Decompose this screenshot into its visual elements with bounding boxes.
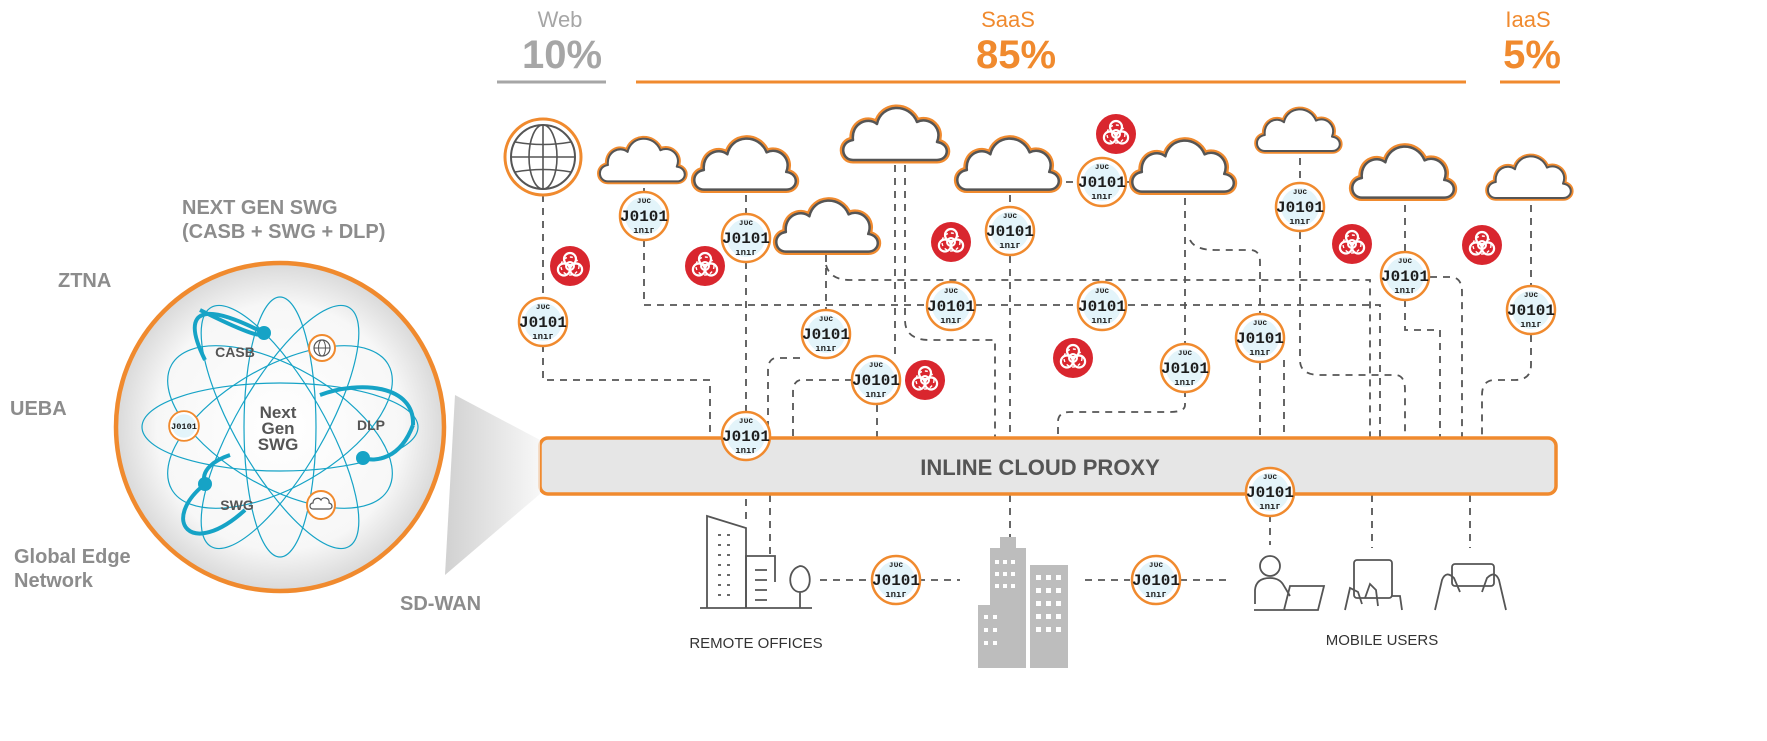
cloud-icon [776, 201, 877, 252]
data-packet-icon [720, 212, 772, 264]
data-packet-icon [1244, 466, 1296, 518]
global-edge-label-line2: Network [14, 570, 94, 592]
category-saas-percent: 85% [976, 33, 1056, 77]
biohazard-icon [903, 358, 947, 402]
biohazard-icon [683, 244, 727, 288]
data-packet-icon [1076, 280, 1128, 332]
data-packet-icon [1234, 312, 1286, 364]
category-saas-label: SaaS [981, 7, 1035, 32]
ztna-label: ZTNA [58, 270, 111, 292]
next-gen-swg-circle: J0101 CASB DLP SWG Next Gen SWG [113, 260, 447, 594]
orbit-node-swg [198, 477, 212, 491]
cloud-icon [1257, 109, 1340, 151]
data-packet-icon [1505, 284, 1557, 336]
data-packet-icon: J0101 [168, 410, 200, 442]
data-packet-icon [850, 354, 902, 406]
data-packet-icon [720, 410, 772, 462]
orbit-node-casb [257, 326, 271, 340]
category-web: Web 10% [497, 7, 606, 84]
globe-icon [308, 334, 336, 362]
data-packet-icon [1076, 156, 1128, 208]
biohazard-icon [1051, 336, 1095, 380]
data-packet-icon [1159, 342, 1211, 394]
cloud-icon [1132, 141, 1233, 192]
data-packet-icon [517, 296, 569, 348]
zoom-wedge [445, 395, 540, 575]
office-building-icon [700, 514, 812, 609]
biohazard-icon [1330, 222, 1374, 266]
cloud-icon [694, 139, 795, 190]
center-label-line2: Gen [261, 419, 294, 438]
phone-hands-icon [1434, 563, 1507, 611]
user-laptop-icon [1254, 555, 1326, 611]
cloud-icon [1352, 147, 1453, 198]
inline-cloud-proxy: INLINE CLOUD PROXY [538, 436, 1558, 496]
biohazard-icon [548, 244, 592, 288]
cloud-icon [600, 139, 685, 182]
cloud-icon [957, 139, 1058, 190]
data-packet-icon [984, 205, 1036, 257]
category-iaas-label: IaaS [1505, 7, 1550, 32]
tablet-hand-icon [1344, 559, 1403, 611]
cloud-icon [306, 490, 336, 520]
data-packet-icon [1130, 554, 1182, 606]
data-packet-icon [1379, 250, 1431, 302]
remote-offices-label: REMOTE OFFICES [689, 635, 822, 652]
data-packet-icon [870, 554, 922, 606]
proxy-label: INLINE CLOUD PROXY [920, 455, 1160, 480]
orbit-label-casb: CASB [215, 344, 255, 360]
global-edge-label-line1: Global Edge [14, 546, 131, 568]
data-packet-icon [1274, 181, 1326, 233]
biohazard-icon [1460, 223, 1504, 267]
sdwan-label: SD-WAN [400, 593, 481, 615]
category-saas: SaaS 85% [636, 7, 1466, 84]
mobile-users-label: MOBILE USERS [1326, 632, 1439, 649]
biohazard-icon [929, 220, 973, 264]
category-iaas-percent: 5% [1503, 33, 1561, 77]
orbit-label-dlp: DLP [357, 417, 385, 433]
city-building-icon [978, 537, 1068, 668]
globe-icon [503, 117, 583, 197]
connector-lines [542, 158, 1532, 581]
data-packet-icon [618, 190, 670, 242]
next-gen-swg-subtitle: (CASB + SWG + DLP) [182, 221, 385, 243]
cloud-icon [1488, 156, 1571, 198]
center-label-line1: Next [260, 403, 297, 422]
data-packet-icon [800, 308, 852, 360]
svg-text:J0101: J0101 [171, 422, 197, 432]
category-web-percent: 10% [522, 33, 602, 77]
biohazard-icon [1094, 112, 1138, 156]
cloud-icon [843, 108, 947, 160]
category-web-label: Web [538, 7, 583, 32]
orbit-label-swg: SWG [220, 497, 254, 513]
orbit-node-dlp [356, 451, 370, 465]
next-gen-swg-title: NEXT GEN SWG [182, 197, 338, 219]
center-label-line3: SWG [258, 435, 299, 454]
ueba-label: UEBA [10, 398, 67, 420]
category-iaas: IaaS 5% [1500, 7, 1561, 84]
data-packet-icon [925, 280, 977, 332]
